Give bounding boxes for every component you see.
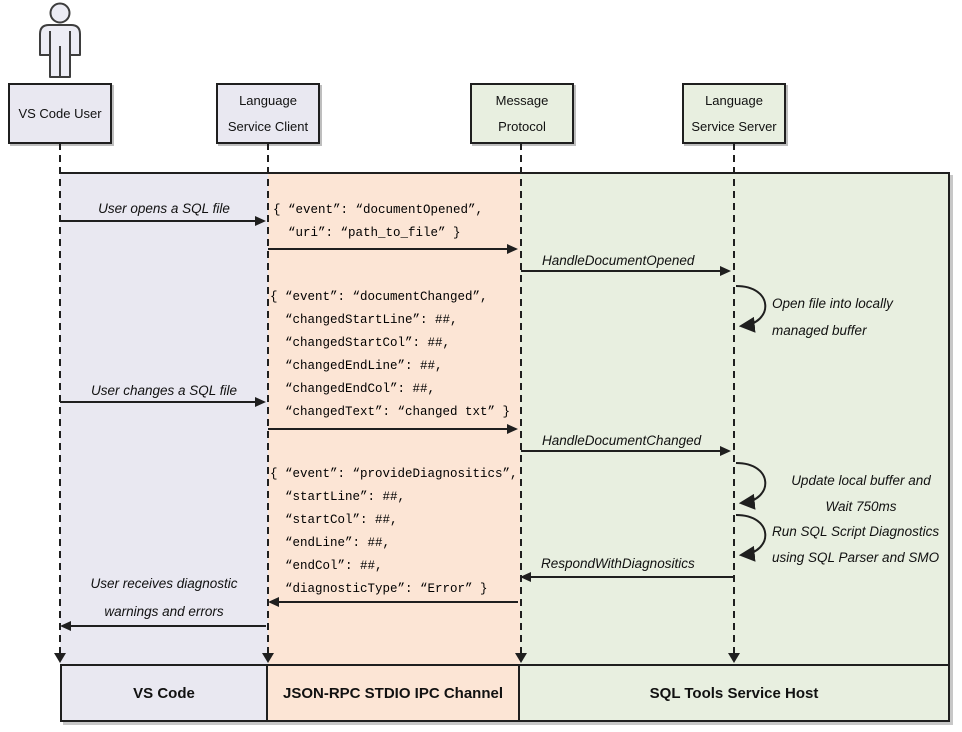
lifeline-language-service-client — [267, 143, 269, 656]
arrow-provide-diagnostics — [268, 597, 518, 607]
json-document-changed: { “event”: “documentChanged”, “changedSt… — [270, 290, 511, 419]
message-label-respond-with-diagnostics: RespondWithDiagnositics — [541, 556, 695, 571]
lifeline-end-arrow-icon — [262, 653, 274, 663]
message-label-user-receives: User receives diagnostic warnings and er… — [90, 576, 238, 619]
footer-box-vs-code: VS Code — [60, 664, 268, 722]
message-label-handle-document-changed: HandleDocumentChanged — [542, 433, 702, 448]
actor-box-message-protocol: Message Protocol — [470, 83, 574, 144]
actor-label: Service Client — [227, 118, 309, 134]
actor-box-language-service-client: Language Service Client — [216, 83, 320, 144]
lifeline-end-arrow-icon — [54, 653, 66, 663]
footer-box-json-rpc-channel: JSON-RPC STDIO IPC Channel — [268, 664, 520, 722]
self-loop-update-buffer — [735, 462, 767, 510]
lane-vs-code — [60, 174, 268, 722]
lane-json-rpc-channel — [268, 174, 520, 722]
actor-label: Message — [495, 92, 549, 108]
note-update-buffer: Update local buffer and Wait 750ms — [791, 473, 931, 514]
arrow-user-changes — [60, 397, 266, 407]
note-run-diagnostics: Run SQL Script Diagnostics using SQL Par… — [772, 524, 940, 565]
arrow-handle-document-opened — [521, 266, 731, 276]
actor-label: Service Server — [691, 118, 777, 134]
swimlane-region — [60, 172, 950, 722]
arrow-document-opened — [268, 244, 518, 254]
message-label-user-changes: User changes a SQL file — [90, 383, 238, 398]
json-provide-diagnostics: { “event”: “provideDiagnositics”, “start… — [270, 467, 518, 596]
arrow-document-changed — [268, 424, 518, 434]
arrow-handle-document-changed — [521, 446, 731, 456]
self-loop-run-diagnostics — [735, 514, 767, 562]
arrow-respond-with-diagnostics — [520, 572, 733, 582]
message-label-user-opens: User opens a SQL file — [98, 201, 230, 216]
actor-label: Language — [705, 92, 763, 108]
lifeline-end-arrow-icon — [515, 653, 527, 663]
json-document-opened: { “event”: “documentOpened”, “uri”: “pat… — [273, 203, 484, 240]
actor-label: Protocol — [498, 118, 546, 134]
self-loop-open-file — [735, 285, 767, 333]
arrow-user-opens — [60, 216, 266, 226]
actor-label: VS Code User — [18, 105, 102, 121]
actor-box-language-service-server: Language Service Server — [682, 83, 786, 144]
actor-label: Language — [239, 92, 297, 108]
lifeline-end-arrow-icon — [728, 653, 740, 663]
arrow-user-receives — [60, 621, 266, 631]
lifeline-language-service-server — [733, 143, 735, 656]
footer-box-sql-tools-service-host: SQL Tools Service Host — [520, 664, 950, 722]
lifeline-vs-code-user — [59, 143, 61, 656]
user-actor-icon — [39, 2, 81, 78]
message-label-handle-document-opened: HandleDocumentOpened — [542, 253, 695, 268]
lifeline-message-protocol — [520, 143, 522, 656]
actor-box-vs-code-user: VS Code User — [8, 83, 112, 144]
note-open-file: Open file into locally managed buffer — [772, 296, 893, 338]
